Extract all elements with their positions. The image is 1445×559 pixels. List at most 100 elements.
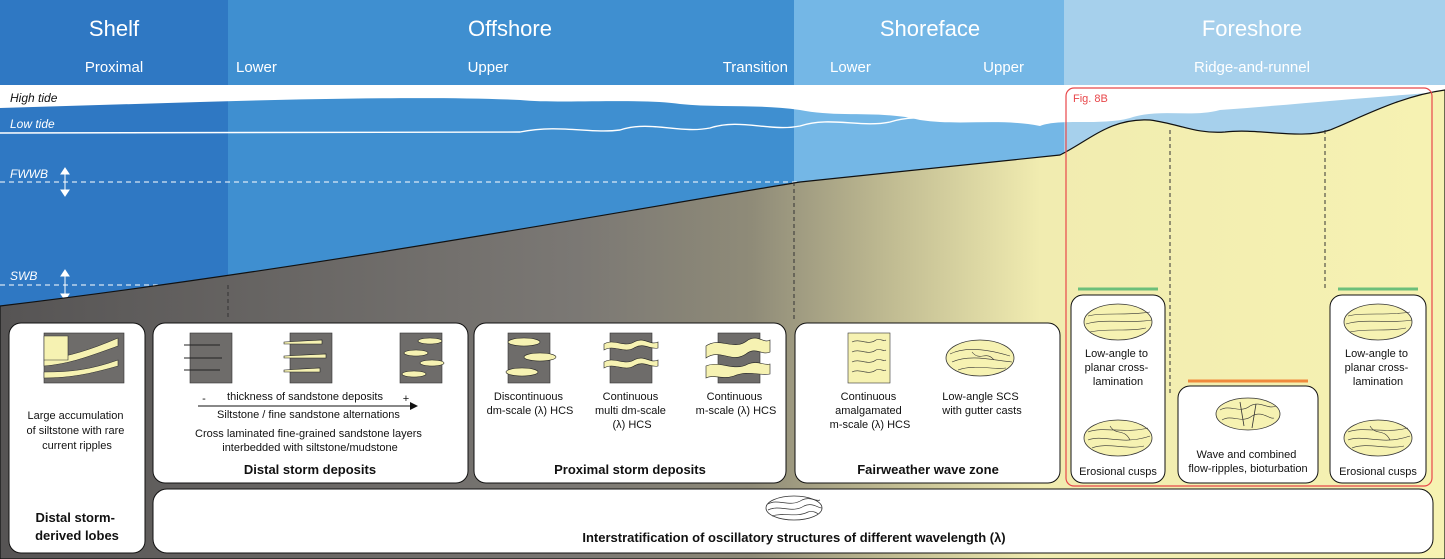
fore-right-line3: lamination: [1353, 376, 1403, 388]
label-fwwb: FWWB: [10, 167, 48, 181]
hcs-discontinuous-icon: [505, 332, 557, 384]
label-high-tide: High tide: [10, 91, 58, 105]
hcs-discontinuous-label: Discontinuous dm-scale (λ) HCS: [487, 391, 574, 417]
distal-storm-title: Distal storm deposits: [244, 462, 376, 477]
amalgamated-line3: m-scale (λ) HCS: [830, 419, 911, 431]
hcs-multi-dm-line3: (λ) HCS: [612, 419, 651, 431]
hcs-m-scale-line2: m-scale (λ) HCS: [696, 405, 777, 417]
card-distal-lobes: Large accumulation of siltstone with rar…: [8, 322, 146, 554]
zone-dividers: [227, 130, 1326, 395]
card-foreshore-mid: Wave and combined flow-ripples, bioturba…: [1177, 379, 1319, 484]
distal-lobes-title: Distal storm- derived lobes: [35, 510, 119, 543]
card-distal-storm: thickness of sandstone deposits - + Silt…: [152, 322, 469, 484]
fore-left-bottom: Erosional cusps: [1079, 466, 1157, 478]
distal-storm-line2: Cross laminated fine-grained sandstone l…: [195, 428, 422, 440]
cross-lamination-icon-right: [1343, 303, 1413, 341]
fore-left-line2: planar cross-: [1085, 362, 1149, 374]
distal-lobes-desc-line1: Large accumulation: [27, 410, 123, 422]
card-foreshore-left: Low-angle to planar cross- lamination Er…: [1070, 287, 1166, 484]
sky-above-high-tide: [0, 85, 1445, 126]
shelf-band: [0, 0, 228, 85]
distal-lobes-desc-line3: current ripples: [42, 440, 112, 452]
distal-storm-log-icon-1: [184, 332, 233, 384]
erosional-cusps-icon-left: [1083, 419, 1153, 457]
subzone-proximal: Proximal: [85, 59, 143, 76]
subzone-ridge-runnel: Ridge-and-runnel: [1194, 59, 1310, 76]
foreshore-mid-desc: Wave and combined flow-ripples, bioturba…: [1188, 449, 1307, 475]
distal-storm-line3: interbedded with siltstone/mudstone: [222, 442, 398, 454]
distal-storm-log-icon-3: [399, 332, 445, 384]
hcs-discontinuous-line1: Discontinuous: [494, 391, 564, 403]
distal-lobes-desc: Large accumulation of siltstone with rar…: [27, 410, 128, 452]
hcs-multi-dm-label: Continuous multi dm-scale (λ) HCS: [595, 391, 669, 431]
label-low-tide: Low tide: [10, 117, 55, 131]
hcs-m-scale-icon: [705, 332, 771, 384]
subzone-offshore-upper: Upper: [468, 59, 509, 76]
amalgamated-hcs-icon: [847, 332, 891, 384]
card-foreshore-right: Low-angle to planar cross- lamination Er…: [1329, 287, 1427, 484]
hcs-discontinuous-line2: dm-scale (λ) HCS: [487, 405, 574, 417]
fwwb-arrow-icon: [60, 167, 70, 197]
card-fairweather: Continuous amalgamated m-scale (λ) HCS L…: [794, 322, 1061, 484]
amalgamated-line1: Continuous: [841, 391, 897, 403]
thickness-arrow-label: thickness of sandstone deposits: [227, 391, 383, 403]
fore-mid-line2: flow-ripples, bioturbation: [1188, 463, 1307, 475]
card-bottom-bar: Interstratification of oscillatory struc…: [152, 488, 1434, 554]
fore-mid-line1: Wave and combined: [1197, 449, 1297, 461]
shoreface-band: [794, 0, 1064, 85]
subzone-shoreface-upper: Upper: [983, 59, 1024, 76]
hcs-multi-dm-line2: multi dm-scale: [595, 405, 666, 417]
zone-foreshore: Foreshore: [1202, 16, 1302, 41]
distal-storm-log-icon-2: [283, 332, 333, 384]
oscillatory-structures-icon: [765, 495, 823, 521]
zone-shelf: Shelf: [89, 16, 140, 41]
scs-label: Low-angle SCS with gutter casts: [941, 391, 1022, 417]
proximal-storm-title: Proximal storm deposits: [554, 462, 706, 477]
zone-shoreface: Shoreface: [880, 16, 980, 41]
thickness-arrow-icon: [198, 402, 418, 410]
low-tide-line: [0, 114, 1051, 134]
fore-right-bottom: Erosional cusps: [1339, 466, 1417, 478]
scs-line2: with gutter casts: [941, 405, 1022, 417]
label-swb: SWB: [10, 269, 37, 283]
zone-offshore: Offshore: [468, 16, 552, 41]
erosional-cusps-icon-right: [1343, 419, 1413, 457]
amalgamated-hcs-label: Continuous amalgamated m-scale (λ) HCS: [830, 391, 911, 431]
header-bands: [0, 0, 1445, 85]
foreshore-band: [1064, 0, 1445, 85]
hcs-multi-dm-line1: Continuous: [603, 391, 659, 403]
bottom-bar-title: Interstratification of oscillatory struc…: [582, 530, 1005, 545]
fore-left-line1: Low-angle to: [1085, 348, 1148, 360]
cross-lamination-icon-left: [1083, 303, 1153, 341]
foreshore-right-desc: Low-angle to planar cross- lamination: [1345, 348, 1412, 388]
hcs-multi-dm-icon: [603, 332, 659, 384]
header-texts: Shelf Offshore Shoreface Foreshore Proxi…: [85, 16, 1310, 76]
fore-left-line3: lamination: [1093, 376, 1143, 388]
foreshore-left-desc: Low-angle to planar cross- lamination: [1085, 348, 1152, 388]
hcs-m-scale-line1: Continuous: [707, 391, 763, 403]
scs-gutter-cast-icon: [945, 339, 1015, 377]
wave-ripple-icon: [1215, 397, 1281, 431]
hcs-m-scale-label: Continuous m-scale (λ) HCS: [696, 391, 777, 417]
scs-line1: Low-angle SCS: [942, 391, 1018, 403]
subzone-offshore-lower: Lower: [236, 59, 277, 76]
swb-arrow-icon: [60, 269, 70, 301]
fig-8b-box: [1065, 87, 1433, 487]
distal-storm-desc: Siltstone / fine sandstone alternations …: [195, 409, 425, 454]
thickness-minus: -: [202, 393, 206, 405]
fore-right-line2: planar cross-: [1345, 362, 1409, 374]
thickness-plus: +: [403, 393, 409, 405]
card-proximal-storm: Discontinuous dm-scale (λ) HCS Continuou…: [473, 322, 787, 484]
amalgamated-line2: amalgamated: [835, 405, 902, 417]
fairweather-title: Fairweather wave zone: [857, 462, 999, 477]
distal-lobes-title-line2: derived lobes: [35, 528, 119, 543]
distal-lobe-icon: [43, 332, 125, 384]
offshore-band: [228, 0, 794, 85]
subzone-transition: Transition: [723, 59, 788, 76]
label-fig-8b: Fig. 8B: [1073, 93, 1108, 105]
distal-lobes-title-line1: Distal storm-: [35, 510, 114, 525]
fore-right-line1: Low-angle to: [1345, 348, 1408, 360]
distal-lobes-desc-line2: of siltstone with rare: [27, 425, 125, 437]
subzone-shoreface-lower: Lower: [830, 59, 871, 76]
